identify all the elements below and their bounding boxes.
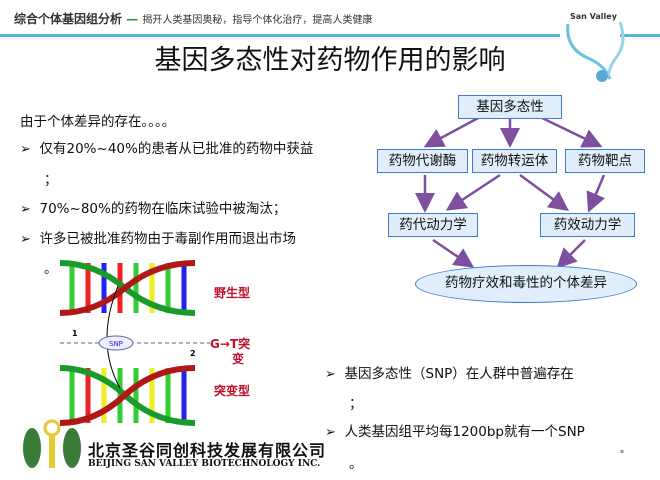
bullet-cont: 。	[44, 261, 58, 277]
bullet-icon: ➢	[20, 202, 31, 217]
node-root: 基因多态性	[458, 95, 562, 119]
arrow	[423, 115, 481, 148]
bullet-text: 基因多态性（SNP）在人群中普遍存在	[344, 366, 574, 382]
snp-label: SNP	[109, 340, 123, 348]
mutant-type-label: 突变型	[214, 384, 251, 398]
bullet-icon: ➢	[20, 232, 31, 247]
bullet-text: 人类基因组平均每1200bp就有一个SNP	[344, 424, 585, 440]
arrow	[432, 238, 475, 268]
mutation-label: G→T突	[210, 337, 251, 351]
company-key-logo-icon	[23, 419, 81, 468]
header-main: 综合个体基因组分析	[14, 12, 123, 26]
bullet-icon: ➢	[325, 425, 336, 440]
bullet-icon: ➢	[325, 367, 336, 382]
arrow	[556, 239, 586, 269]
strand-num-2: 2	[190, 349, 196, 358]
node-pharmacodynamics: 药效动力学	[540, 213, 635, 237]
mutation-label-cont: 变	[232, 352, 245, 366]
stethoscope-logo-icon: San Valley	[566, 12, 625, 82]
bullet-icon: ➢	[20, 142, 31, 157]
arrow	[586, 174, 606, 213]
bullet-cont: ；	[349, 396, 363, 412]
logo-text: San Valley	[570, 12, 618, 21]
bullet-item: ➢ 仅有20%~40%的患者从已批准的药物中获益	[20, 137, 313, 157]
company-name-cn: 北京圣谷同创科技发展有限公司	[88, 441, 327, 460]
node-pharmacokinetics: 药代动力学	[388, 213, 478, 237]
node-metabolic-enzyme: 药物代谢酶	[377, 149, 468, 173]
node-transporter: 药物转运体	[472, 149, 557, 173]
node-result: 药物疗效和毒性的个体差异	[415, 265, 637, 303]
bullet-item: ➢ 基因多态性（SNP）在人群中普遍存在	[325, 362, 574, 382]
arrow	[445, 173, 501, 211]
bullet-cont: 。	[349, 456, 363, 472]
intro-text: 由于个体差异的存在。。。。	[20, 114, 176, 130]
bullet-cont: ；	[44, 172, 58, 188]
arrow	[519, 173, 570, 211]
header-title: 综合个体基因组分析 — 揭开人类基因奥秘，指导个体化治疗，提高人类健康	[14, 10, 372, 27]
bullet-text: 仅有20%~40%的患者从已批准的药物中获益	[39, 141, 314, 157]
page-marker: ▪	[620, 448, 625, 455]
bullet-item: ➢ 人类基因组平均每1200bp就有一个SNP	[325, 420, 585, 440]
bullet-item: ➢ 许多已被批准药物由于毒副作用而退出市场	[20, 227, 296, 247]
header-rule-right	[620, 34, 660, 37]
bullet-text: 许多已被批准药物由于毒副作用而退出市场	[39, 231, 297, 247]
header-subtitle: 揭开人类基因奥秘，指导个体化治疗，提高人类健康	[142, 15, 373, 26]
header-dash: —	[126, 12, 139, 26]
dna-helix-figure: SNP 1 2	[60, 260, 210, 426]
strand-num-1: 1	[72, 329, 78, 338]
header-rule	[0, 34, 560, 37]
slide-title: 基因多态性对药物作用的影响	[154, 45, 506, 76]
node-target: 药物靶点	[565, 149, 645, 173]
company-name-en: BEIJING SAN VALLEY BIOTECHNOLOGY INC.	[88, 459, 321, 469]
bullet-text: 70%~80%的药物在临床试验中被淘汰；	[39, 201, 287, 217]
arrow	[539, 115, 603, 148]
bullet-item: ➢ 70%~80%的药物在临床试验中被淘汰；	[20, 197, 286, 217]
wild-type-label: 野生型	[214, 286, 251, 300]
